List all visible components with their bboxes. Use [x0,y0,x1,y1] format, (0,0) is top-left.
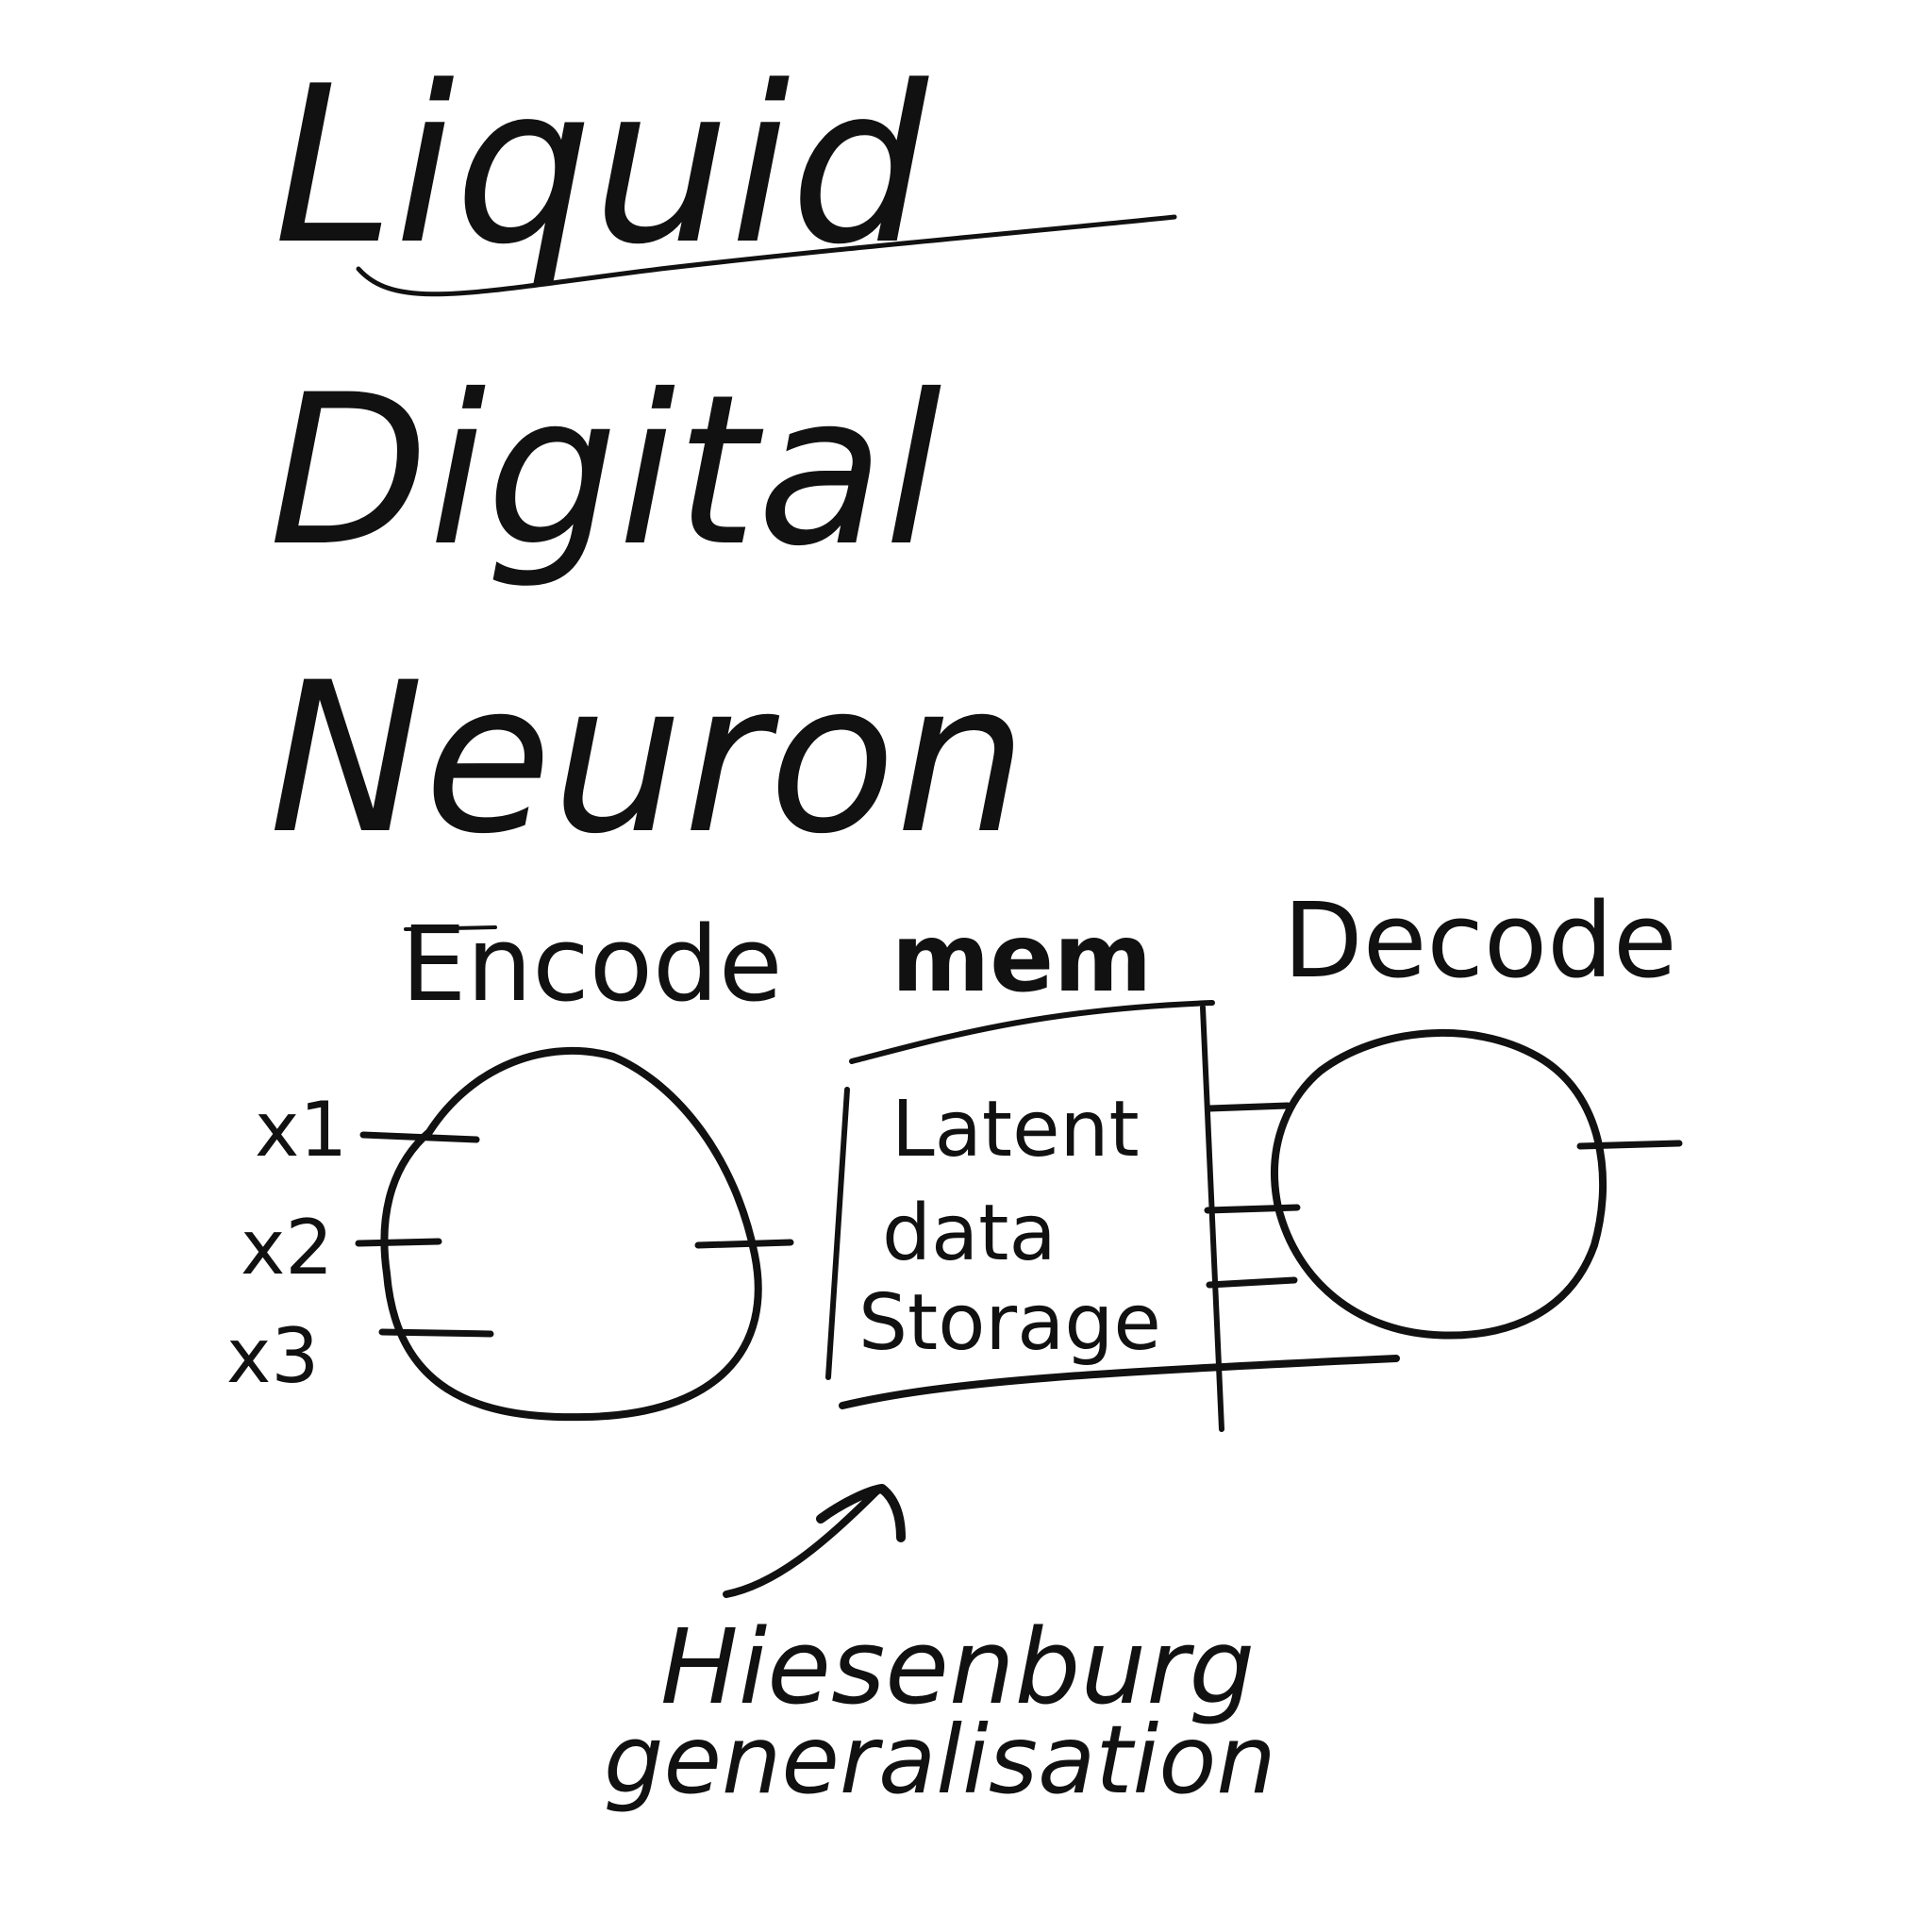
decoder-output-line [1576,1140,1683,1150]
memory-box-right [1200,1005,1224,1432]
input-group: x1 x2 x3 [226,1086,494,1400]
memory-box-left [825,1087,850,1380]
title-liquid: Liquid [274,41,929,292]
mem-label: mem [891,903,1152,1013]
title-underline [356,214,1177,297]
annotation-arrow [723,1484,906,1598]
memory-line-storage: Storage [858,1278,1161,1368]
decode-label: Decode [1283,880,1677,1001]
title-digital: Digital [269,350,942,591]
input-x1-label: x1 [255,1086,347,1174]
memory-box-top [849,1000,1215,1064]
decoder-input-line-3 [1206,1276,1298,1289]
annotation-arrow-head [816,1484,906,1542]
input-x2-label: x2 [241,1204,333,1291]
annotation-line-2: generalisation [604,1705,1276,1815]
annotation-line-1: Hiesenburg [660,1607,1255,1727]
decoder-neuron-circle [1271,1028,1607,1340]
memory-box: Latent data Storage [825,1000,1400,1432]
input-x3-label: x3 [226,1312,319,1400]
annotation-arrow-shaft [723,1487,881,1598]
title-neuron: Neuron [269,638,1027,879]
encode-label: Encode [401,904,783,1024]
memory-line-latent: Latent [891,1085,1140,1174]
encode-label-top-stroke [404,925,497,931]
memory-box-bottom [839,1355,1400,1409]
input-x2-line [355,1238,442,1247]
encoder-neuron-circle [380,1046,762,1422]
title-block: Liquid Digital Neuron [269,41,1177,879]
memory-line-data: data [882,1189,1057,1278]
encoder-output-line [694,1239,794,1249]
decoder-input-line-2 [1204,1204,1301,1214]
decoder-input-line-1 [1206,1102,1291,1112]
